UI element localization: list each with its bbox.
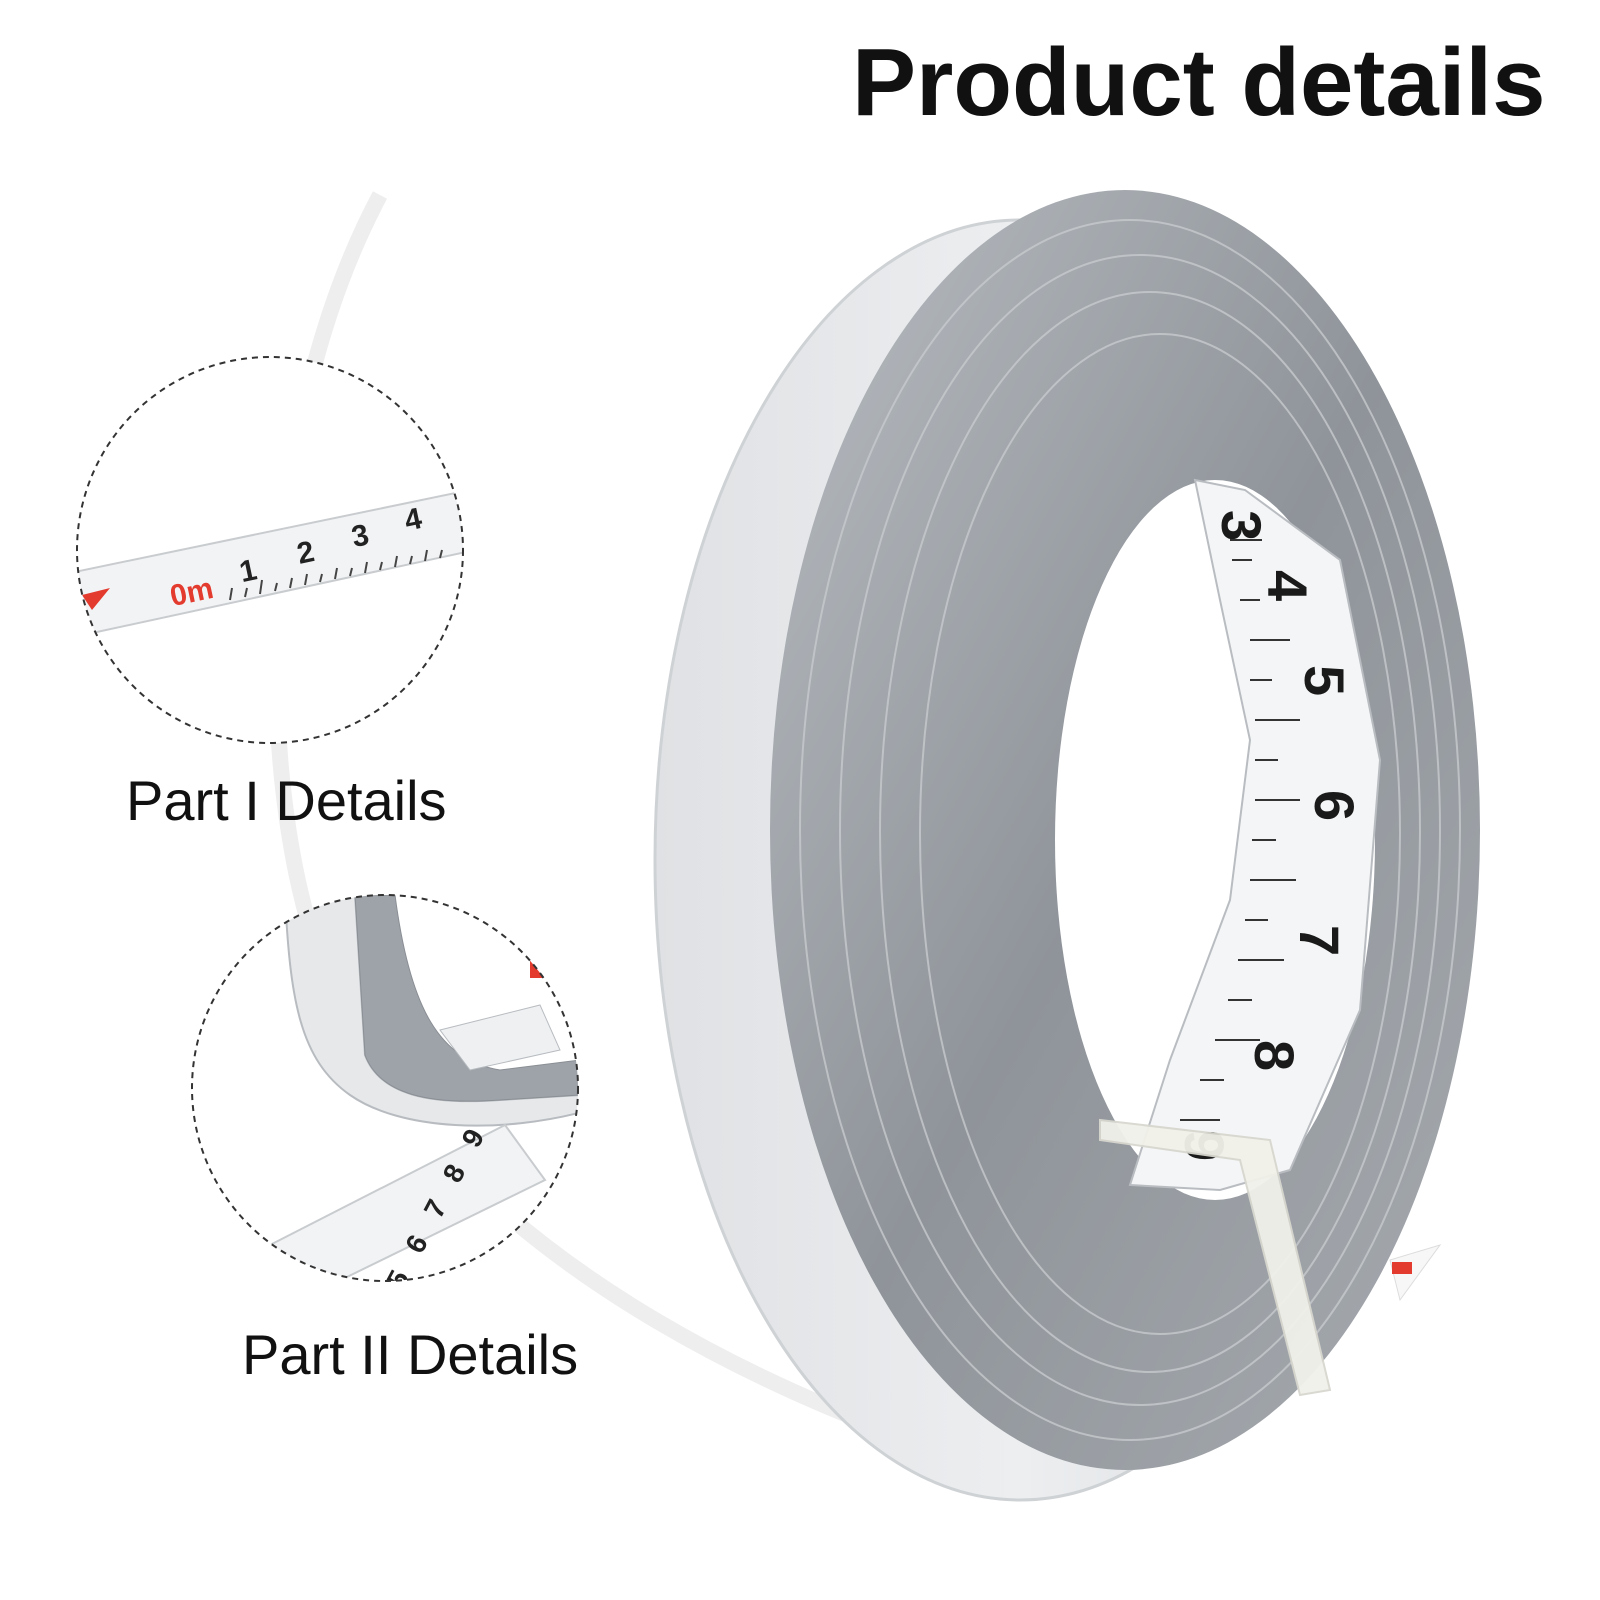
inner-label-6: 6 [1303, 790, 1366, 821]
inner-label-3: 3 [1210, 510, 1273, 541]
inner-ticks [1180, 539, 1300, 1121]
part-1-caption: Part I Details [126, 769, 447, 832]
detail1-tape [77, 488, 463, 642]
detail1-label-4: 4 [402, 502, 425, 538]
tape-roll: 3 4 5 6 7 8 9 [653, 190, 1480, 1502]
inner-label-8: 8 [1243, 1040, 1306, 1071]
detail-circle-1: 0m 1 2 3 4 [76, 356, 464, 744]
detail2-red-mark [530, 960, 548, 978]
inner-tape-strip [1128, 478, 1382, 1192]
clear-band [1099, 1118, 1332, 1397]
detail2-tape [268, 1123, 547, 1281]
inner-label-4: 4 [1256, 570, 1319, 601]
detail-circle-2: 5 6 7 8 9 [191, 894, 579, 1282]
part-2-caption: Part II Details [242, 1323, 579, 1386]
detail1-dashed-border [76, 356, 464, 744]
tape-end-red-mark [1392, 1262, 1412, 1274]
page-title: Product details [852, 29, 1546, 136]
inner-label-5: 5 [1293, 665, 1356, 696]
detail1-red-arrow [82, 588, 110, 610]
tape-end [1389, 1244, 1442, 1302]
detail2-dashed-border [191, 894, 579, 1282]
detail1-label-2: 2 [294, 535, 317, 571]
inner-label-7: 7 [1288, 925, 1351, 956]
detail1-label-3: 3 [349, 518, 372, 554]
detail1-label-1: 1 [237, 553, 260, 589]
